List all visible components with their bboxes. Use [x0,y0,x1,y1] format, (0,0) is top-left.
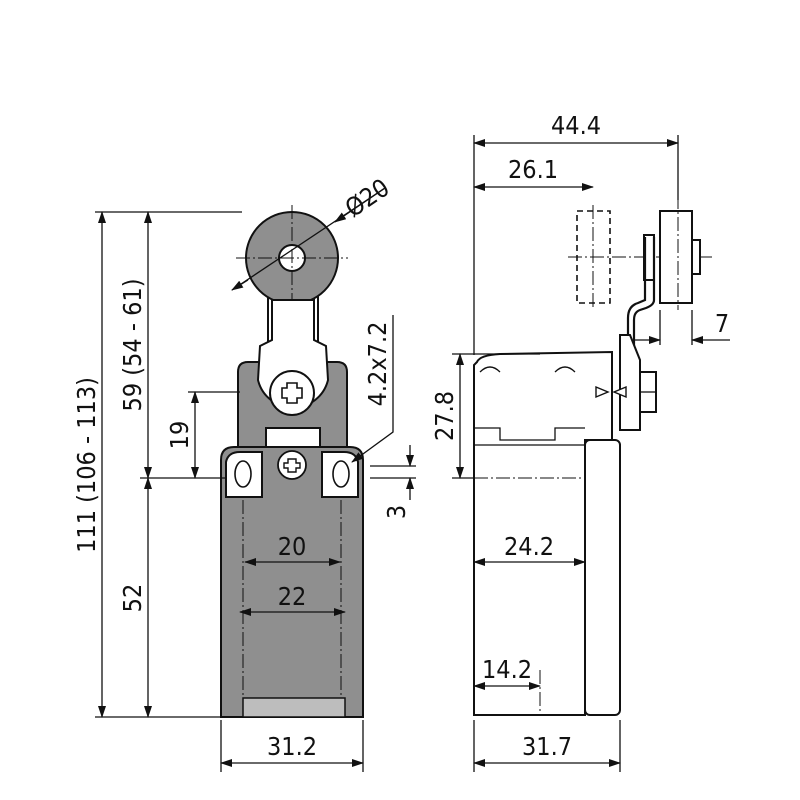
overall-depth-label: 44.4 [551,111,601,140]
body-height-label: 52 [118,584,147,613]
mount-offset-label: 14.2 [482,655,532,684]
front-view: 111 (106 - 113) 59 (54 - 61) 52 19 20 22… [72,173,416,772]
width-label: 31.2 [267,732,317,761]
slot-size-label: 4.2x7.2 [363,322,392,407]
lever-height-label: 59 (54 - 61) [118,279,147,412]
roller-width-label: 7 [715,309,729,338]
slot-offset-label: 3 [382,505,411,519]
roller-diameter-label: Ø20 [340,173,395,223]
hole-spacing-inner-label: 20 [278,532,307,561]
head-height-label: 19 [165,421,194,450]
total-depth-label: 31.7 [522,732,572,761]
roller-offset-label: 26.1 [508,155,558,184]
side-view: 44.4 26.1 27.8 24.2 14.2 31.7 7 [430,111,730,772]
screw-icon [269,370,315,416]
side-roller [659,210,693,304]
body-depth-label: 24.2 [504,532,554,561]
overall-height-label: 111 (106 - 113) [72,377,101,553]
side-head-height-label: 27.8 [430,391,459,441]
hole-spacing-outer-label: 22 [278,582,307,611]
